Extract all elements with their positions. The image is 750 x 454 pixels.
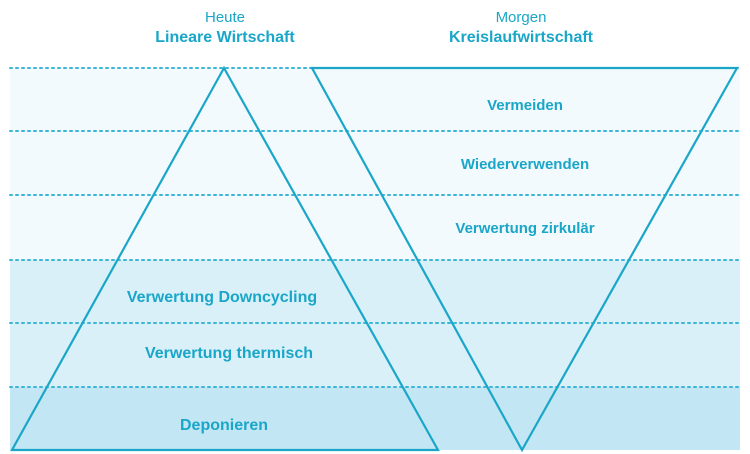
level-deponieren: Deponieren (180, 417, 268, 434)
band-top (10, 68, 740, 260)
level-verwertung-zirkulaer: Verwertung zirkulär (455, 220, 594, 237)
level-verwertung-downcycling: Verwertung Downcycling (127, 289, 317, 306)
circular-inverted-pyramid (310, 66, 739, 453)
circular-era-label: Morgen (495, 9, 547, 26)
level-verwertung-thermisch: Verwertung thermisch (145, 345, 313, 362)
circular-economy-header: Morgen Kreislaufwirtschaft (391, 9, 651, 48)
linear-era-label: Heute (204, 9, 246, 26)
circular-title: Kreislaufwirtschaft (448, 28, 594, 46)
linear-title: Lineare Wirtschaft (155, 28, 295, 46)
linear-economy-header: Heute Lineare Wirtschaft (95, 9, 355, 48)
level-wiederverwenden: Wiederverwenden (461, 156, 589, 173)
linear-pyramid (10, 65, 440, 452)
level-vermeiden: Vermeiden (487, 97, 563, 114)
band-bottom (10, 387, 740, 450)
